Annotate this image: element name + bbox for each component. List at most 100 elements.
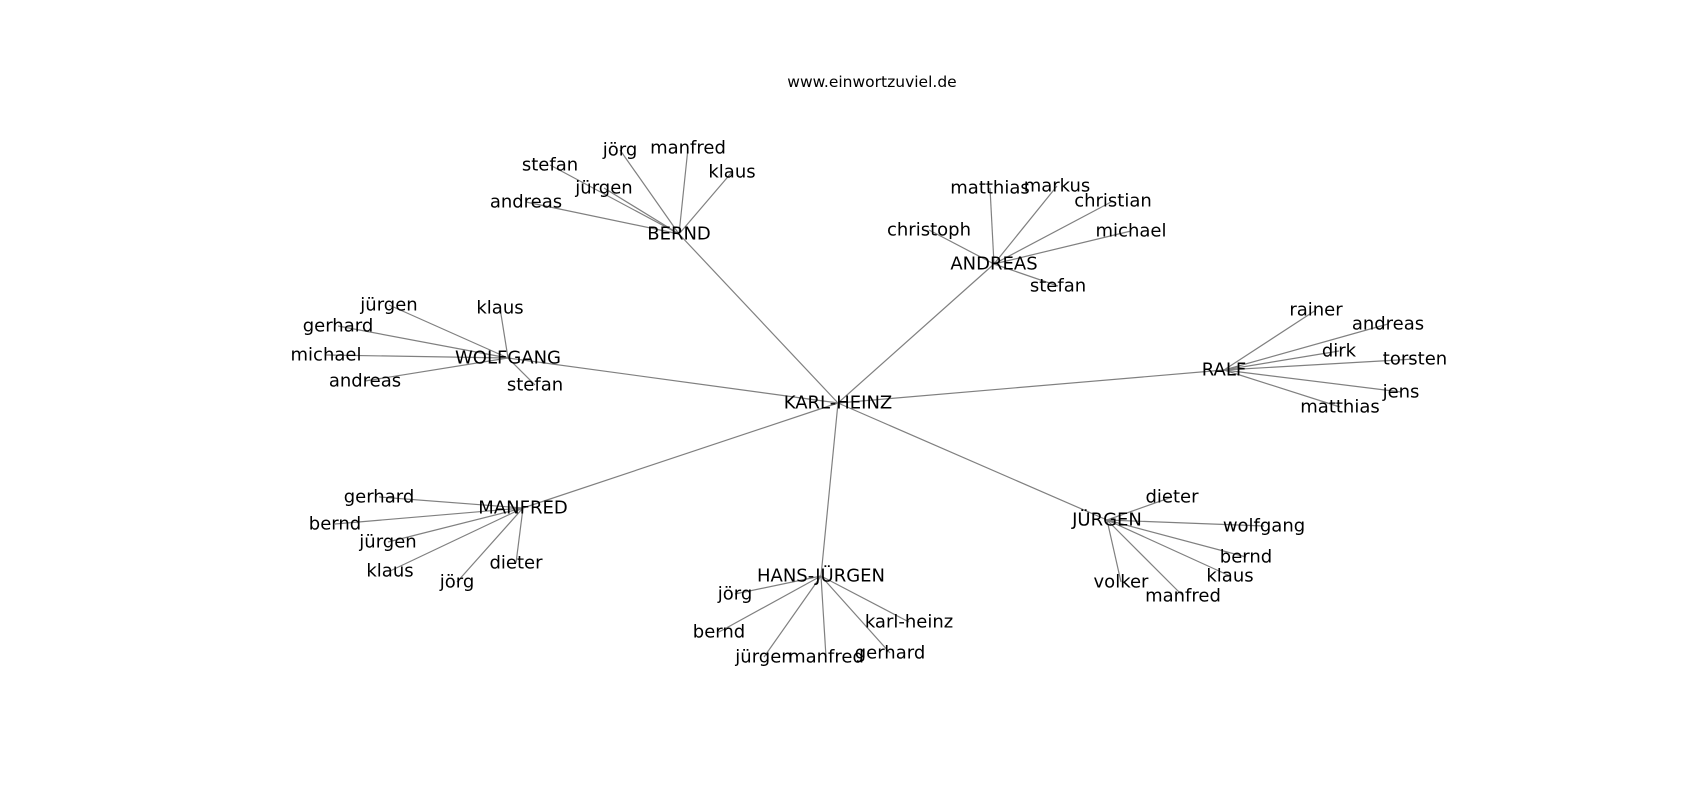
edge-hub-to-leaf	[1223, 323, 1389, 371]
leaf-node-label: bernd	[309, 514, 361, 535]
edge-hub-to-leaf	[364, 357, 509, 382]
edge-hub-to-leaf	[337, 325, 509, 359]
edge-center-to-hub	[820, 402, 839, 577]
edge-hub-to-leaf	[993, 263, 1059, 287]
edge-hub-to-leaf	[1223, 309, 1317, 371]
leaf-node-label: klaus	[708, 162, 755, 183]
edge-hub-to-leaf	[1106, 519, 1122, 583]
edge-hub-to-leaf	[388, 304, 509, 359]
edge-hub-to-leaf	[1106, 519, 1247, 558]
edge-center-to-hub	[507, 357, 839, 404]
edge-hub-to-leaf	[387, 507, 524, 543]
edge-hub-to-leaf	[989, 187, 995, 265]
edge-hub-to-leaf	[1223, 369, 1402, 393]
leaf-node-label: jörg	[602, 140, 638, 161]
leaf-node-label: stefan	[507, 375, 563, 396]
leaf-node-label: bernd	[693, 622, 745, 643]
edge-hub-to-leaf	[1106, 519, 1265, 527]
edge-hub-to-leaf	[603, 187, 680, 235]
edge-hub-to-leaf	[499, 307, 509, 359]
edge-hub-to-leaf	[549, 164, 680, 235]
edge-hub-to-leaf	[928, 229, 995, 265]
leaf-node-label: jürgen	[359, 295, 417, 316]
leaf-node-label: wolfgang	[1223, 516, 1305, 537]
edge-hub-to-leaf	[678, 147, 689, 235]
leaf-node-label: manfred	[1145, 586, 1221, 607]
leaf-node-label: dirk	[1322, 341, 1357, 362]
edge-hub-to-leaf	[378, 496, 524, 509]
leaf-node-label: gerhard	[303, 316, 374, 337]
leaf-node-label: volker	[1094, 572, 1150, 593]
edge-hub-to-leaf	[334, 507, 524, 525]
edge-hub-to-leaf	[325, 354, 509, 359]
hub-node-label: RALF	[1202, 360, 1246, 381]
leaf-node-label: gerhard	[855, 643, 926, 664]
leaf-node-label: jörg	[439, 572, 475, 593]
edge-hub-to-leaf	[1223, 350, 1340, 371]
leaf-node-label: andreas	[329, 371, 401, 392]
leaf-node-label: matthias	[950, 178, 1030, 199]
leaf-node-label: torsten	[1383, 349, 1447, 370]
graph-title: www.einwortzuviel.de	[787, 73, 956, 91]
edge-hub-to-leaf	[678, 171, 733, 235]
edge-center-to-hub	[522, 402, 839, 509]
hub-node-label: MANFRED	[478, 498, 567, 519]
edge-hub-to-leaf	[507, 357, 536, 386]
leaf-node-label: markus	[1024, 176, 1091, 197]
leaf-node-label: klaus	[366, 561, 413, 582]
edge-center-to-hub	[837, 263, 995, 404]
leaf-node-label: jörg	[717, 584, 753, 605]
leaf-node-label: klaus	[476, 298, 523, 319]
edge-hub-to-leaf	[1223, 358, 1416, 371]
hub-node-label: WOLFGANG	[455, 348, 561, 369]
leaf-node-label: manfred	[650, 138, 726, 159]
leaf-node-label: jürgen	[574, 178, 632, 199]
edge-hub-to-leaf	[820, 575, 910, 623]
leaf-node-label: dieter	[1145, 487, 1199, 508]
edge-hub-to-leaf	[1106, 519, 1231, 577]
edge-hub-to-leaf	[993, 200, 1114, 265]
edge-center-to-hub	[837, 402, 1108, 521]
leaf-node-label: klaus	[1206, 566, 1253, 587]
hub-node-label: JÜRGEN	[1071, 509, 1142, 531]
edge-hub-to-leaf	[456, 507, 524, 583]
edge-hub-to-leaf	[619, 149, 680, 235]
leaf-node-label: christian	[1074, 191, 1152, 212]
edge-hub-to-leaf	[820, 575, 827, 658]
leaf-node-label: jens	[1382, 382, 1420, 403]
leaf-node-label: christoph	[887, 220, 971, 241]
leaf-node-label: stefan	[522, 155, 578, 176]
hub-node-label: HANS-JÜRGEN	[757, 565, 885, 587]
edge-hub-to-leaf	[515, 507, 524, 564]
leaf-node-label: stefan	[1030, 276, 1086, 297]
edge-hub-to-leaf	[525, 201, 680, 235]
leaf-node-label: karl-heinz	[865, 612, 953, 633]
edge-hub-to-leaf	[1223, 369, 1341, 408]
edge-hub-to-leaf	[993, 185, 1058, 265]
edge-hub-to-leaf	[820, 575, 891, 654]
edge-center-to-hub	[837, 369, 1225, 404]
leaf-node-label: jürgen	[734, 647, 792, 668]
hub-node-label: ANDREAS	[950, 254, 1037, 275]
edge-hub-to-leaf	[389, 507, 524, 572]
edge-hub-to-leaf	[993, 230, 1132, 265]
edges-layer	[325, 147, 1416, 658]
edge-hub-to-leaf	[718, 575, 822, 633]
leaf-node-label: rainer	[1289, 300, 1343, 321]
leaf-node-label: michael	[291, 345, 362, 366]
leaf-node-label: jürgen	[358, 532, 416, 553]
edge-hub-to-leaf	[1106, 519, 1184, 597]
edge-hub-to-leaf	[734, 575, 822, 595]
leaf-node-label: michael	[1096, 221, 1167, 242]
leaf-node-label: andreas	[1352, 314, 1424, 335]
hub-node-label: BERND	[647, 224, 711, 245]
leaf-node-label: matthias	[1300, 397, 1380, 418]
edge-hub-to-leaf	[1106, 496, 1173, 521]
leaf-node-label: andreas	[490, 192, 562, 213]
leaf-node-label: bernd	[1220, 547, 1272, 568]
center-node-label: KARL-HEINZ	[784, 393, 893, 414]
leaf-node-label: gerhard	[344, 487, 415, 508]
leaf-node-label: manfred	[788, 647, 864, 668]
